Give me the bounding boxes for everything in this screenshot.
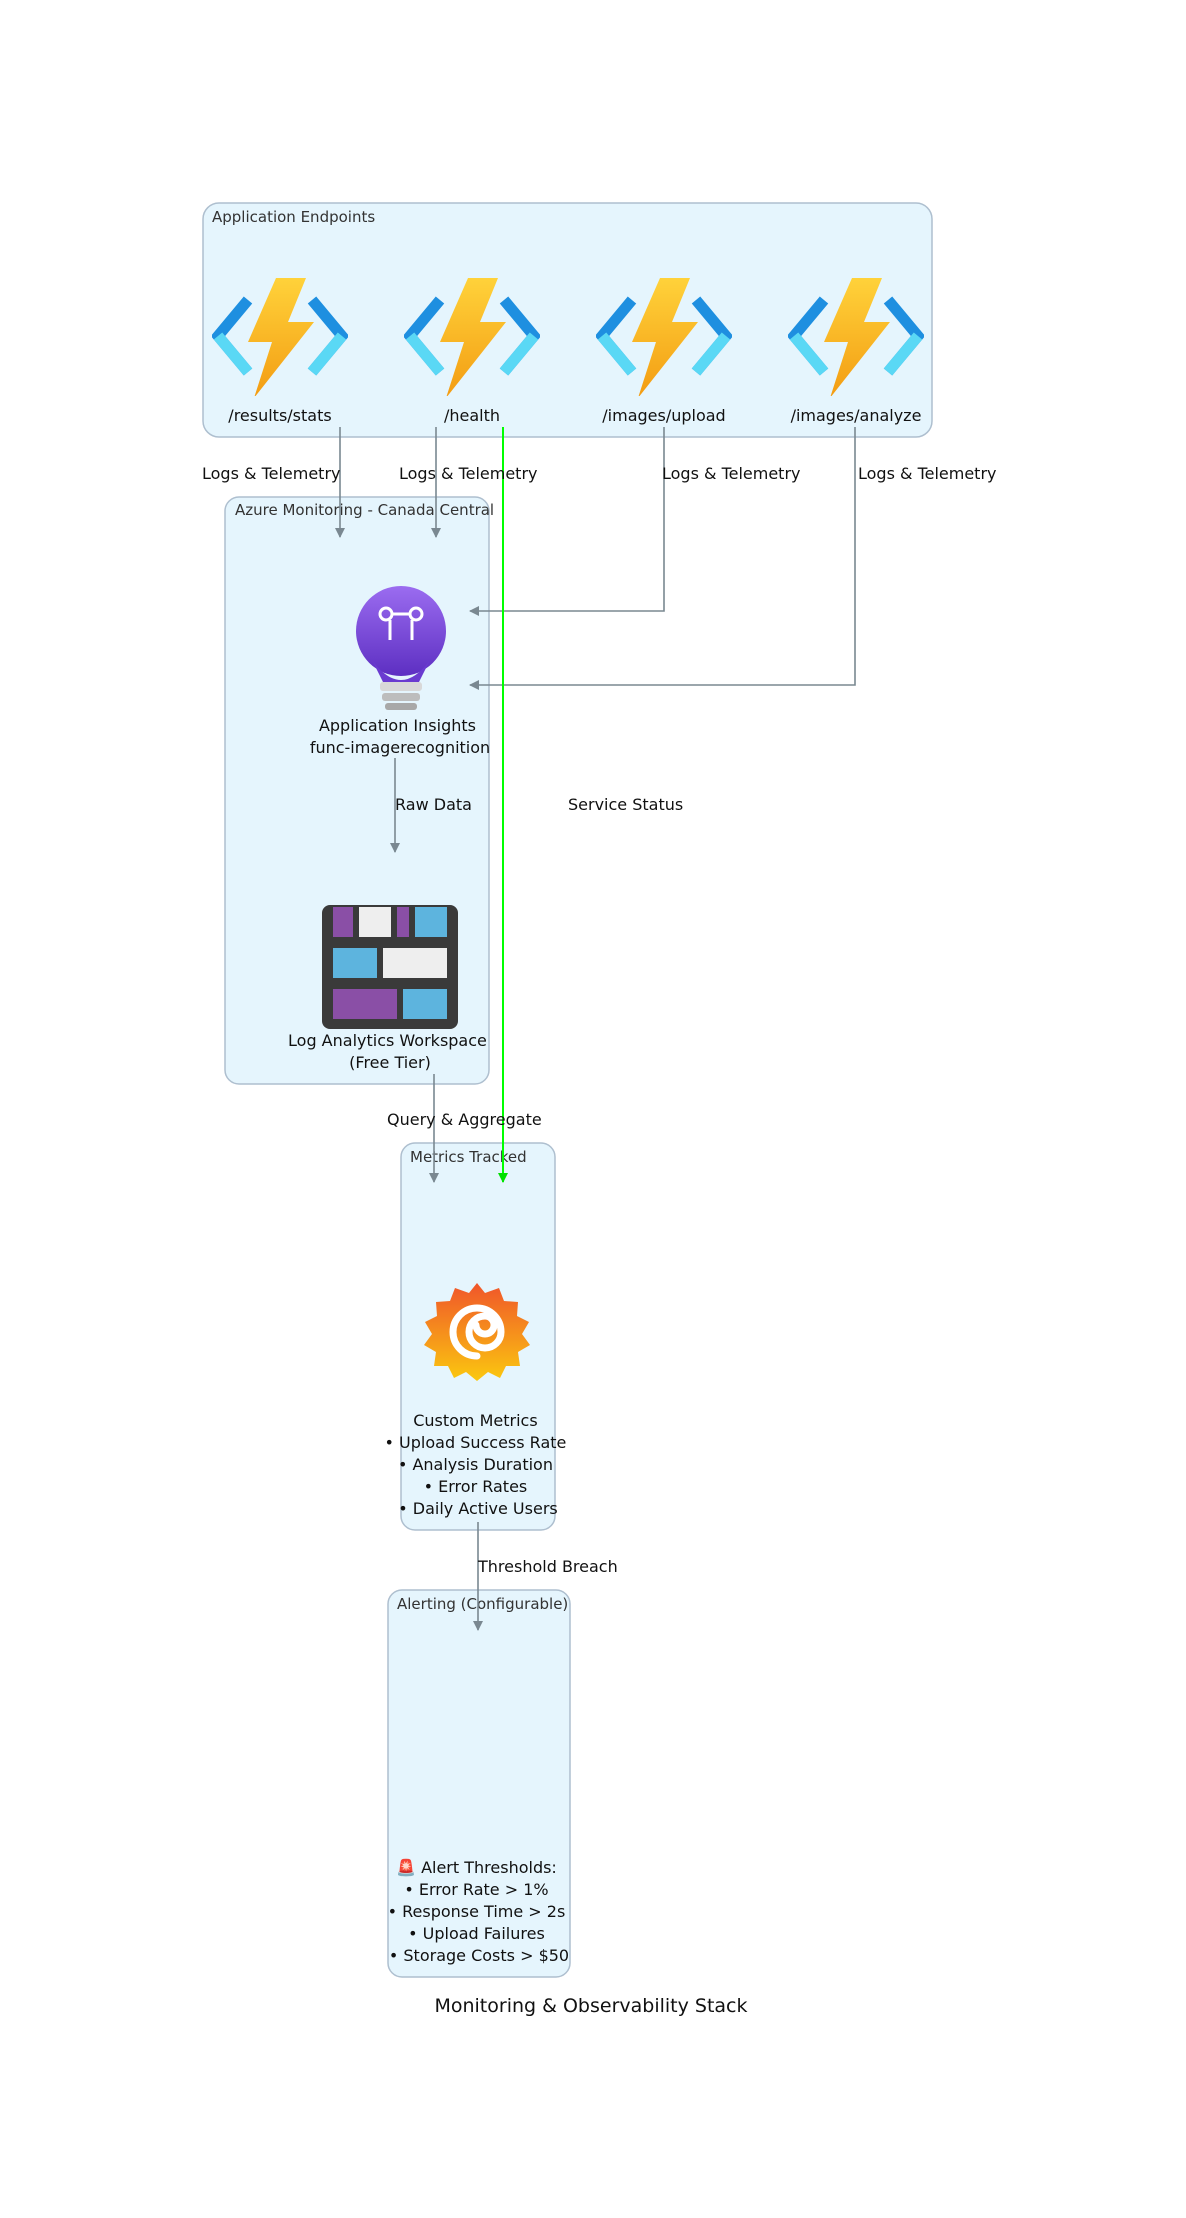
cluster-application-endpoints: Application Endpoints [202, 202, 933, 438]
node-log-analytics: Log Analytics Workspace (Free Tier) [288, 905, 492, 1072]
cluster-title: Alerting (Configurable) [397, 1595, 568, 1613]
edge-label-threshold: Threshold Breach [477, 1557, 618, 1576]
edge-label-query: Query & Aggregate [387, 1110, 542, 1129]
cluster-title: Azure Monitoring - Canada Central [235, 501, 494, 519]
node-custom-metrics: Custom Metrics • Upload Success Rate • A… [385, 1283, 572, 1518]
node-label: 🚨 Alert Thresholds: • Error Rate > 1% • … [388, 1858, 571, 1965]
cluster-alerting: Alerting (Configurable) [387, 1589, 571, 1978]
edge-label-raw-data: Raw Data [395, 795, 472, 814]
node-label: /images/upload [602, 406, 725, 425]
edge-labels: Logs & Telemetry Logs & Telemetry Logs &… [202, 464, 997, 1576]
edges [335, 427, 856, 1631]
node-label: Application Insights func-imagerecogniti… [310, 716, 490, 757]
edge-label-service-status: Service Status [568, 795, 683, 814]
node-label: /results/stats [228, 406, 331, 425]
edge-upload-to-appinsights [469, 427, 665, 616]
edge-label-telemetry: Logs & Telemetry [399, 464, 538, 483]
node-health: /health [410, 278, 534, 425]
edge-analyze-to-appinsights [469, 427, 856, 690]
cluster-title: Application Endpoints [212, 208, 375, 226]
node-images-upload: /images/upload [602, 278, 726, 425]
node-images-analyze: /images/analyze [791, 278, 922, 425]
edge-label-telemetry: Logs & Telemetry [202, 464, 341, 483]
node-label: Custom Metrics • Upload Success Rate • A… [385, 1411, 572, 1518]
diagram-caption: Monitoring & Observability Stack [434, 1995, 747, 2017]
log-analytics-icon [322, 905, 458, 1029]
edge-label-telemetry: Logs & Telemetry [662, 464, 801, 483]
node-label: /health [444, 406, 500, 425]
grafana-icon [424, 1283, 530, 1381]
edge-label-telemetry: Logs & Telemetry [858, 464, 997, 483]
node-label: /images/analyze [791, 406, 922, 425]
node-results-stats: /results/stats [218, 278, 342, 425]
cluster-title: Metrics Tracked [410, 1148, 527, 1166]
application-insights-icon [356, 586, 446, 710]
node-alert-thresholds: 🚨 Alert Thresholds: • Error Rate > 1% • … [388, 1858, 571, 1965]
node-label: Log Analytics Workspace (Free Tier) [288, 1031, 492, 1072]
node-application-insights: Application Insights func-imagerecogniti… [310, 586, 490, 757]
